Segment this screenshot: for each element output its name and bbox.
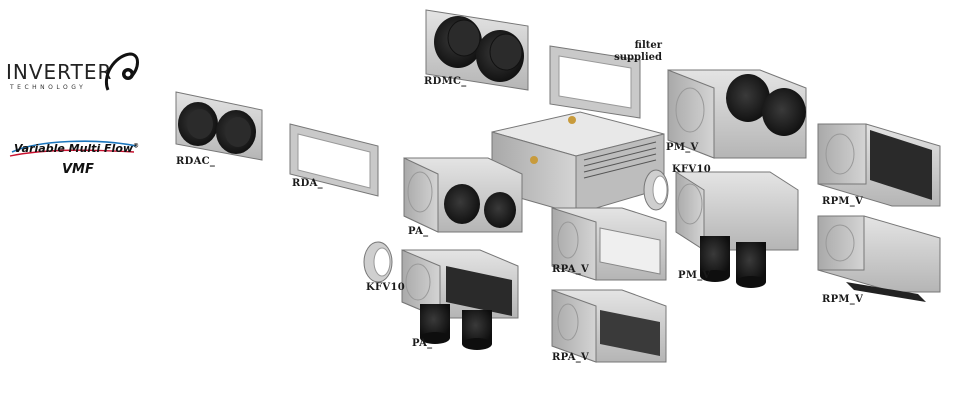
label-rdac: RDAC_ [176, 156, 216, 167]
label-pa-bottom: PA_ [412, 338, 433, 349]
label-rpm-v-top: RPM_V [822, 196, 864, 207]
vmf-logo-icon [9, 140, 137, 157]
rdac-part [175, 91, 263, 161]
inverter-logo-subtext: TECHNOLOGY [10, 84, 87, 91]
label-rpm-v-bottom: RPM_V [822, 294, 864, 305]
rdmc-part [425, 9, 529, 91]
filter-note: filter supplied [600, 40, 662, 64]
label-rpa-v-bottom: RPA_V [552, 352, 590, 363]
pm-v-bottom-part [675, 171, 799, 288]
label-rdmc: RDMC_ [424, 76, 467, 87]
pm-v-top-part [667, 69, 807, 159]
inverter-logo-text: INVERTER [6, 60, 113, 84]
label-rpa-v-top: RPA_V [552, 264, 590, 275]
vmf-logo-text: Variable Multi Flow® [14, 142, 140, 155]
vmf-abbreviation: VMF [62, 162, 94, 177]
rpm-v-bottom-part [817, 215, 941, 302]
kfv10-right-part [643, 169, 669, 211]
filter-frame [549, 45, 641, 119]
rpm-v-top-part [817, 123, 941, 207]
label-pm-v-bottom: PM_V [678, 270, 711, 281]
rda-part [289, 123, 379, 197]
label-pa-top: PA_ [408, 226, 429, 237]
label-rda: RDA_ [292, 178, 323, 189]
pa-bottom-part [401, 249, 519, 350]
label-kfv10-right: KFV10 [672, 164, 711, 175]
inverter-logo-icon [105, 52, 139, 91]
rpa-v-top-part [551, 207, 667, 281]
label-pm-v-top: PM_V [666, 142, 699, 153]
filter-note-line2: supplied [614, 52, 662, 63]
kfv10-left-part [363, 241, 393, 283]
pa-top-part [403, 157, 523, 233]
rpa-v-bottom-part [551, 289, 667, 363]
filter-note-line1: filter [634, 40, 662, 51]
label-kfv10-left: KFV10 [366, 282, 405, 293]
